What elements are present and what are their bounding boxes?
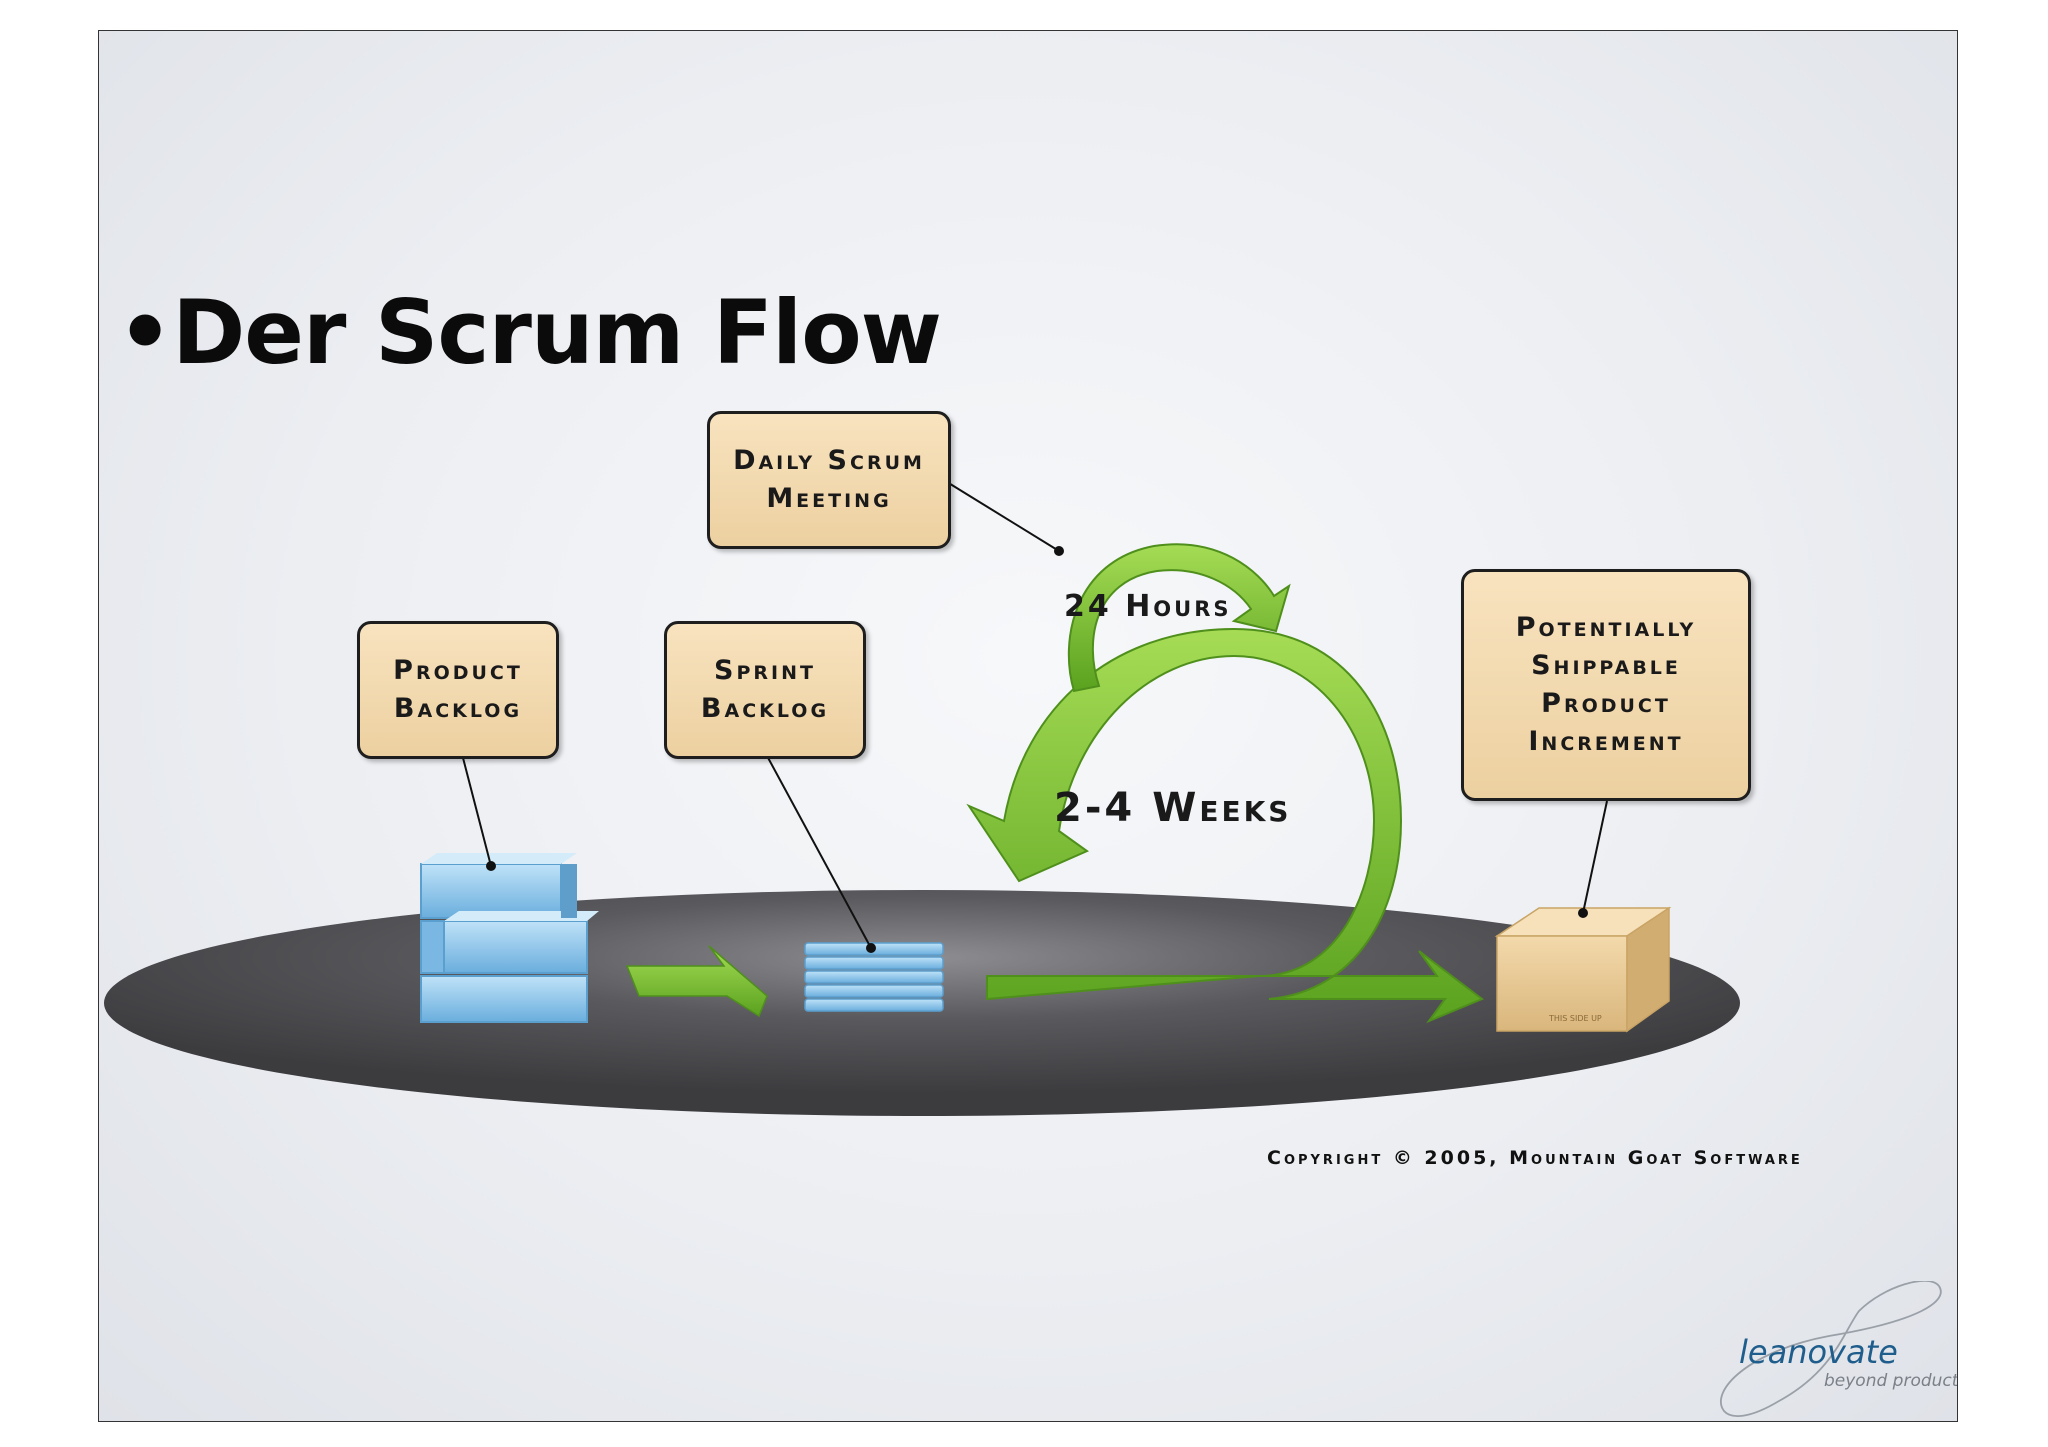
slide-title: •Der Scrum Flow — [117, 281, 942, 384]
sprint-loop-arrow — [966, 627, 1484, 1024]
label-2-4-weeks: 2-4 Weeks — [1054, 785, 1291, 831]
scrum-flow-diagram: THIS SIDE UP 24 Hours 2-4 Weeks — [104, 481, 1740, 1116]
connector-lines — [461, 481, 1608, 949]
flow-arrow-1 — [625, 945, 768, 1018]
daily-loop-arrow — [1067, 543, 1291, 693]
leanovate-logo: leanovate beyond product — [1720, 1281, 1958, 1417]
label-potentially-shippable-increment: Potentially Shippable Product Increment — [1461, 569, 1751, 801]
product-backlog-stack — [420, 853, 599, 1023]
copyright-notice: Copyright © 2005, Mountain Goat Software — [1267, 1147, 1803, 1169]
box-marking: THIS SIDE UP — [1548, 1014, 1602, 1023]
sprint-backlog-stack — [804, 942, 944, 1012]
logo-tagline: beyond product — [1824, 1371, 1958, 1391]
label-product-backlog: Product Backlog — [357, 621, 559, 759]
label-24-hours: 24 Hours — [1064, 589, 1232, 624]
shipping-box: THIS SIDE UP — [1494, 906, 1672, 1033]
label-sprint-backlog: Sprint Backlog — [664, 621, 866, 759]
label-daily-scrum-meeting: Daily Scrum Meeting — [707, 411, 951, 549]
logo-name: leanovate — [1739, 1333, 1898, 1371]
slide: •Der Scrum Flow — [98, 30, 1958, 1422]
